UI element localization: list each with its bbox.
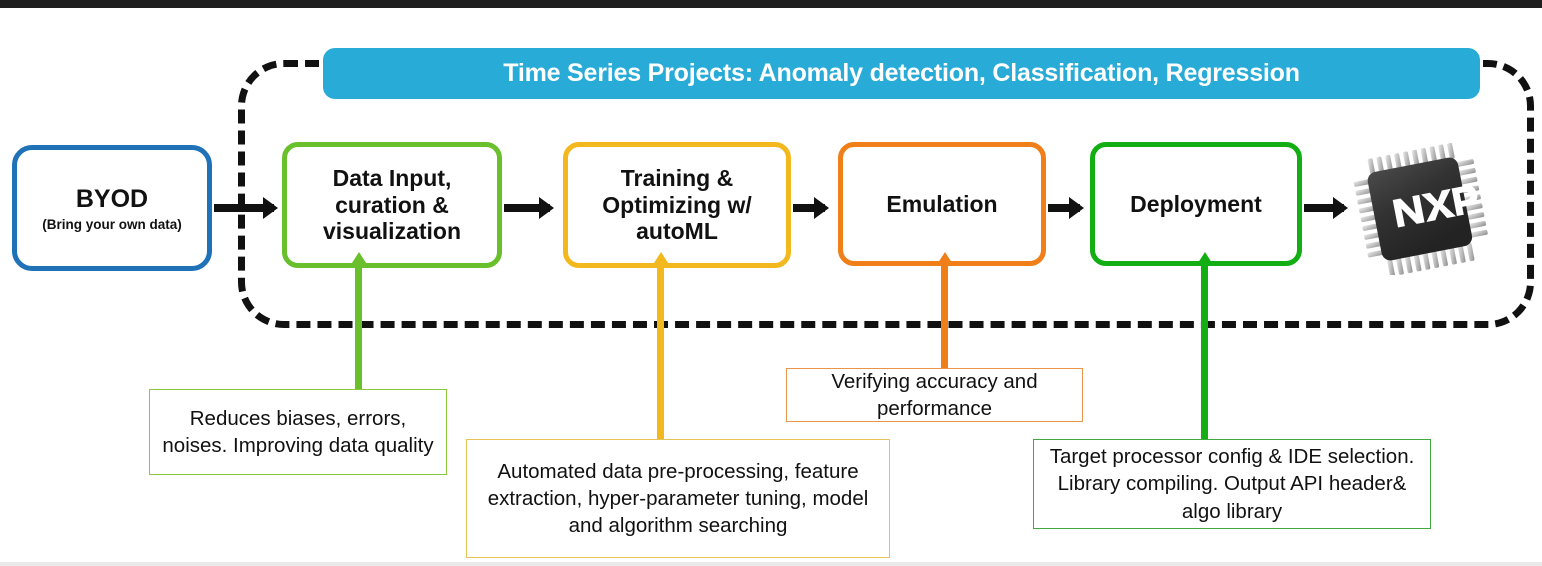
flow-arrow-training-to-emulation <box>793 204 825 212</box>
connector-arrow-data-input <box>355 265 362 390</box>
bottom-edge-bar <box>0 562 1542 566</box>
connector-arrow-training <box>657 265 664 440</box>
note-emulation: Verifying accuracy and performance <box>786 368 1083 422</box>
node-byod-sublabel: (Bring your own data) <box>42 216 182 232</box>
note-emulation-text: Verifying accuracy and performance <box>831 369 1038 420</box>
note-training: Automated data pre-processing, feature e… <box>466 439 890 558</box>
node-deployment-label: Deployment <box>1130 190 1262 217</box>
note-training-text: Automated data pre-processing, feature e… <box>487 459 869 538</box>
note-data-input-text: Reduces biases, errors, noises. Improvin… <box>162 406 434 457</box>
flow-arrow-byod-to-data-input <box>214 204 274 212</box>
node-byod-label: BYOD <box>75 184 149 213</box>
flow-arrow-data-input-to-training <box>504 204 550 212</box>
node-emulation-label: Emulation <box>886 190 998 217</box>
banner-time-series-projects: Time Series Projects: Anomaly detection,… <box>323 48 1480 99</box>
connector-arrow-deployment <box>1201 265 1208 440</box>
note-deployment-text: Target processor config & IDE selection.… <box>1049 445 1415 523</box>
note-data-input: Reduces biases, errors, noises. Improvin… <box>149 389 447 475</box>
note-deployment: Target processor config & IDE selection.… <box>1033 439 1431 529</box>
node-data-input-label: Data Input, curation & visualization <box>322 164 462 245</box>
top-edge-bar <box>0 0 1542 8</box>
node-data-input[interactable]: Data Input, curation & visualization <box>282 142 502 268</box>
node-emulation[interactable]: Emulation <box>838 142 1046 266</box>
node-byod[interactable]: BYOD (Bring your own data) <box>12 145 212 271</box>
flow-arrow-emulation-to-deployment <box>1048 204 1080 212</box>
flow-arrow-deployment-to-chip <box>1304 204 1344 212</box>
node-training[interactable]: Training & Optimizing w/ autoML <box>563 142 791 268</box>
connector-arrow-emulation <box>941 265 948 370</box>
node-training-label: Training & Optimizing w/ autoML <box>602 164 752 245</box>
banner-title: Time Series Projects: Anomaly detection,… <box>503 59 1300 87</box>
nxp-chip-icon <box>1352 142 1498 277</box>
node-deployment[interactable]: Deployment <box>1090 142 1302 266</box>
